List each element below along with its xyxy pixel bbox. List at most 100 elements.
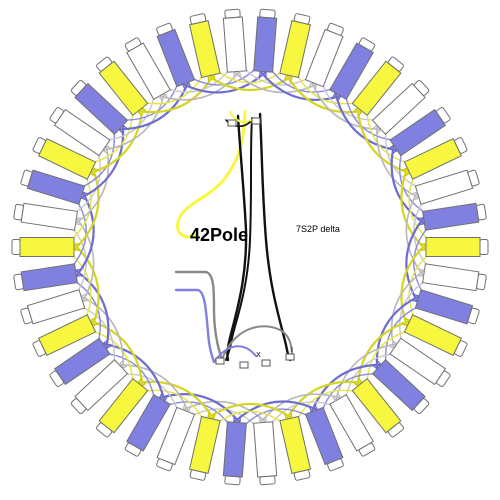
magnet	[96, 377, 149, 438]
coil-tail	[187, 406, 192, 413]
coil-tail	[372, 124, 378, 130]
magnet-body	[222, 16, 247, 73]
coil-tail	[89, 172, 96, 177]
coil-link	[75, 293, 124, 375]
magnet	[156, 403, 196, 472]
magnet	[13, 263, 83, 292]
grey-lead-wire	[174, 270, 224, 362]
coil-link	[400, 239, 431, 332]
coil-tail	[411, 299, 418, 303]
coil-tail	[391, 149, 398, 155]
blue-lead-wire	[174, 288, 216, 364]
coil-tail	[353, 381, 358, 387]
coil-link	[229, 400, 323, 427]
coil-tail	[308, 81, 313, 88]
magnet-body	[26, 169, 86, 205]
coil-tail	[75, 223, 82, 226]
magnet	[371, 79, 430, 135]
coil-tail	[314, 403, 318, 410]
magnet	[417, 263, 487, 292]
coil-tail	[92, 322, 99, 327]
magnet	[124, 37, 171, 102]
magnet	[304, 403, 344, 472]
magnet-body	[304, 406, 344, 466]
magnet-body	[351, 60, 402, 117]
coil-tail	[391, 339, 398, 345]
coil-link	[256, 66, 346, 101]
winding-config-label: 7S2P delta	[296, 224, 340, 234]
coil-link	[408, 252, 431, 320]
coil-link	[132, 69, 218, 114]
coil-tail	[102, 149, 109, 155]
magnet	[253, 416, 278, 486]
magnet	[401, 137, 468, 180]
magnet-body	[156, 28, 196, 88]
magnet-body	[98, 377, 149, 434]
terminal-block	[239, 361, 249, 369]
coil-tail	[182, 84, 186, 91]
magnet	[70, 79, 129, 135]
magnet-body	[74, 82, 129, 135]
coil-tail	[105, 344, 112, 350]
magnet-body	[126, 42, 171, 101]
coil-link	[84, 318, 144, 392]
coil-link	[215, 69, 285, 84]
magnet	[156, 22, 196, 91]
magnet	[401, 314, 468, 357]
coil-tail	[142, 381, 147, 387]
coil-link	[229, 67, 322, 94]
magnet-body	[126, 393, 171, 452]
coil-link	[72, 187, 95, 281]
coil-tail	[418, 268, 425, 271]
magnet	[304, 22, 344, 91]
magnet-body	[188, 415, 221, 474]
magnet	[417, 202, 487, 231]
coil-tail	[182, 403, 186, 410]
coil-tail	[331, 92, 337, 99]
coil-tail	[76, 274, 83, 277]
coil-tail	[122, 124, 128, 130]
coil-tail	[92, 167, 99, 172]
magnet-cap	[479, 239, 489, 255]
magnet-body	[37, 314, 97, 357]
magnet-body	[279, 415, 312, 474]
magnet	[96, 56, 149, 117]
coil-tail	[163, 395, 169, 402]
coil-link	[90, 110, 134, 164]
terminal-block	[227, 119, 237, 127]
coil-link	[142, 389, 205, 422]
coil-link	[408, 174, 431, 242]
coil-link	[69, 252, 92, 320]
coil-link	[203, 403, 297, 422]
coil-tail	[314, 84, 318, 91]
coil-tail	[284, 74, 287, 81]
magnet-body	[253, 16, 278, 73]
coil-tail	[401, 167, 408, 172]
coil-tail	[82, 299, 89, 303]
magnet	[371, 359, 430, 415]
magnet	[188, 411, 221, 481]
magnet-body	[156, 406, 196, 466]
magnet-body	[329, 42, 374, 101]
coil-link	[72, 213, 95, 307]
magnet	[253, 8, 278, 78]
coil-link	[154, 393, 244, 428]
coil-tail	[207, 411, 210, 419]
coil-link	[256, 393, 346, 428]
magnet	[11, 237, 80, 257]
coil-tail	[75, 268, 82, 271]
coil-tail	[76, 217, 83, 220]
coil-link	[215, 410, 285, 425]
coil-link	[295, 72, 358, 105]
terminal-mark-i: I	[291, 346, 293, 354]
coil-link	[376, 119, 425, 201]
magnet-body	[371, 82, 426, 135]
coil-tail	[336, 95, 342, 102]
magnet	[388, 337, 451, 387]
coil-link	[177, 67, 271, 94]
magnet-body	[37, 137, 97, 180]
yellow-lead-wire	[176, 110, 247, 239]
coil-tail	[353, 107, 358, 113]
coil-link	[309, 76, 387, 131]
magnet	[279, 411, 312, 481]
